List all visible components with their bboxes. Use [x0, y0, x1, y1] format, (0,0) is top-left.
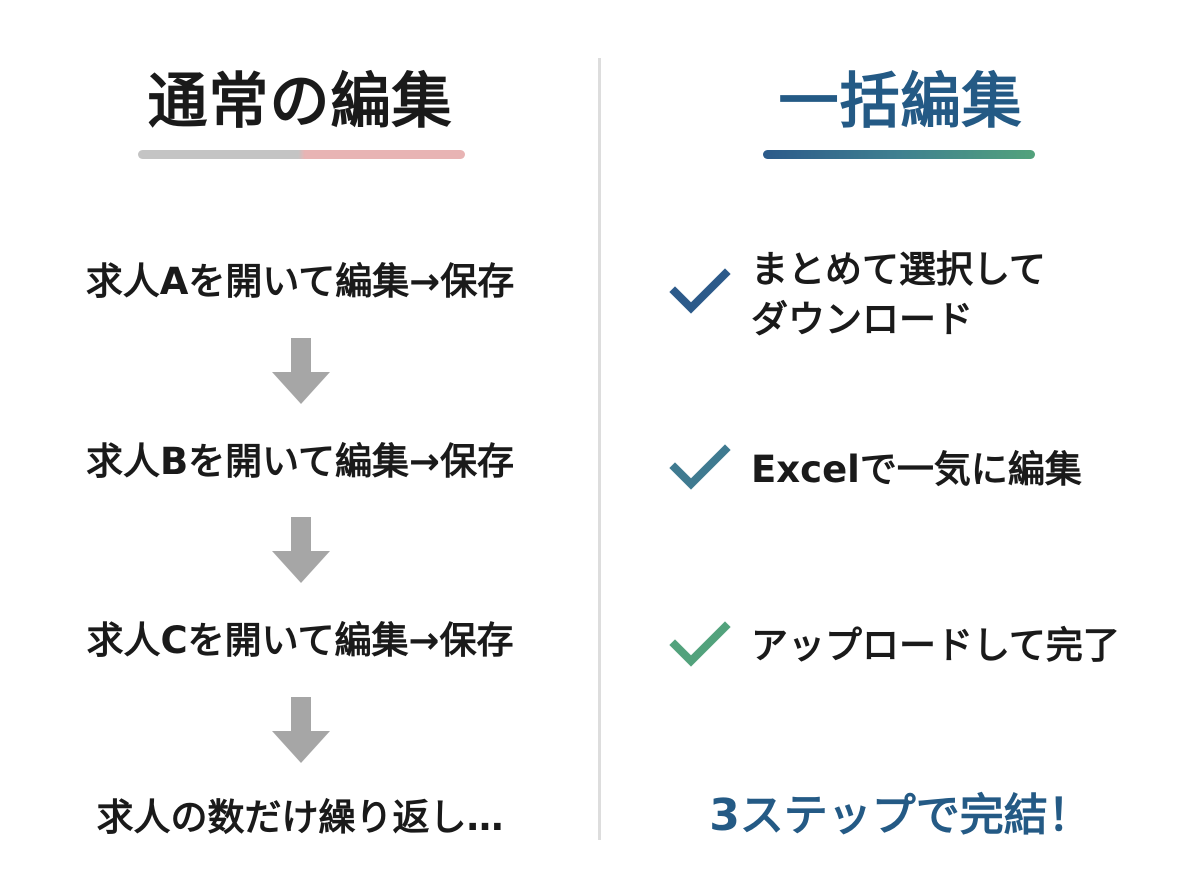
normal-edit-underline	[138, 150, 465, 159]
benefit-upload-done-line1: アップロードして完了	[751, 624, 1120, 667]
benefit-select-download: まとめて選択して ダウンロード	[751, 245, 1046, 345]
benefit-excel-edit: Excelで一気に編集	[751, 445, 1082, 495]
benefit-upload-done: アップロードして完了	[751, 621, 1120, 671]
benefit-select-download-line1: まとめて選択して	[751, 248, 1046, 291]
column-divider	[598, 58, 601, 840]
down-arrow-icon	[272, 697, 330, 763]
down-arrow-icon	[272, 517, 330, 583]
checkmark-icon	[669, 442, 731, 492]
closing-message: 3ステップで完結！	[709, 790, 1092, 841]
benefit-excel-edit-line1: Excelで一気に編集	[751, 448, 1082, 491]
normal-edit-column: 通常の編集 求人Aを開いて編集→保存 求人Bを開いて編集→保存 求人Cを開いて編…	[85, 67, 515, 839]
benefit-select-download-line2: ダウンロード	[751, 298, 973, 341]
step-repeat: 求人の数だけ繰り返し…	[96, 796, 504, 839]
checkmark-icon	[669, 619, 731, 669]
bulk-edit-heading: 一括編集	[778, 67, 1023, 137]
step-job-b: 求人Bを開いて編集→保存	[85, 440, 515, 483]
step-job-c: 求人Cを開いて編集→保存	[86, 619, 514, 662]
bulk-edit-underline	[763, 150, 1035, 159]
bulk-edit-column: 一括編集 まとめて選択して ダウンロード Excelで一気に編集 アップロードし…	[601, 0, 1200, 896]
checkmark-icon	[669, 266, 731, 316]
normal-edit-heading: 通常の編集	[147, 67, 453, 137]
step-job-a: 求人Aを開いて編集→保存	[85, 260, 515, 303]
down-arrow-icon	[272, 338, 330, 404]
